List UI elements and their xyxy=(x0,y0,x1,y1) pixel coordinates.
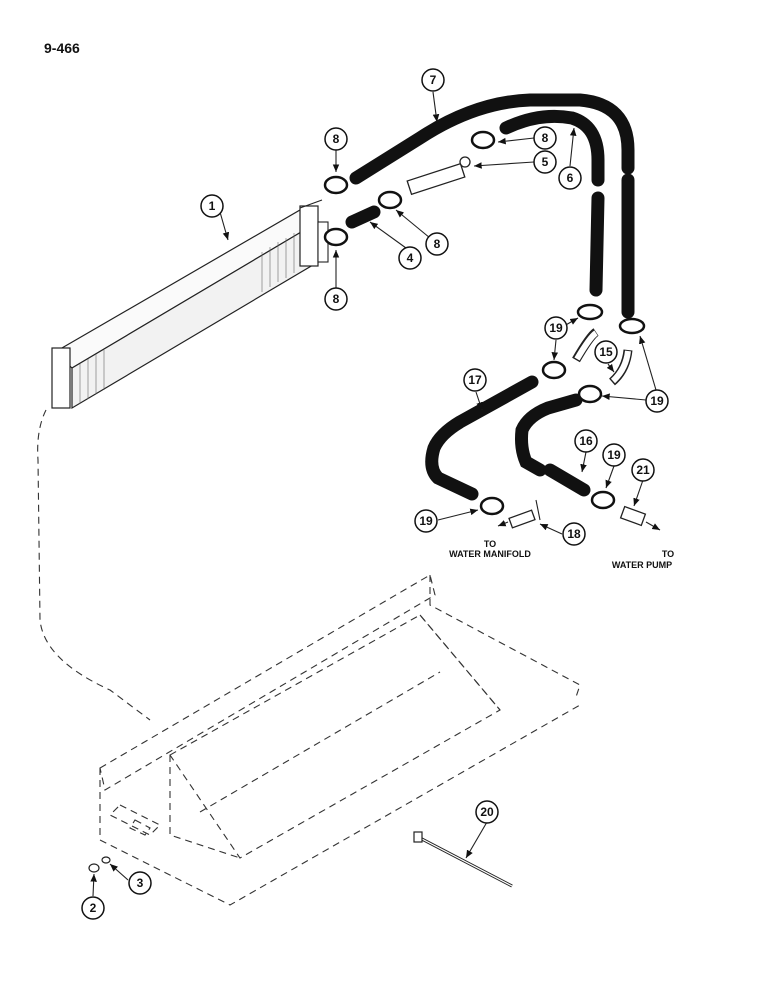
callout-label: 20 xyxy=(480,805,494,819)
callout-label: 16 xyxy=(579,434,593,448)
hose-assembly xyxy=(349,93,635,501)
dest-manifold-to: TO xyxy=(484,539,496,549)
cable-tie xyxy=(413,831,513,888)
callout-label: 19 xyxy=(419,514,433,528)
callout-item-17: 17 xyxy=(463,368,487,392)
callout-item-21: 21 xyxy=(631,458,655,482)
callout-label: 1 xyxy=(209,199,216,213)
callout-item-19: 19 xyxy=(544,316,568,340)
shutoff-valve xyxy=(406,156,471,196)
callout-item-1: 1 xyxy=(200,194,224,218)
callout-label: 3 xyxy=(137,876,144,890)
callout-item-2: 2 xyxy=(81,896,105,920)
screw-and-washer xyxy=(88,856,111,873)
heater-core xyxy=(51,199,329,410)
fittings xyxy=(479,303,661,531)
callout-label: 8 xyxy=(434,237,441,251)
callout-label: 7 xyxy=(430,73,437,87)
short-hose xyxy=(345,205,381,229)
callout-item-16: 16 xyxy=(574,429,598,453)
hose-clamp xyxy=(323,130,496,247)
callout-label: 2 xyxy=(90,901,97,915)
page-number: 9-466 xyxy=(44,40,80,56)
callout-label: 19 xyxy=(650,394,664,408)
callout-item-6: 6 xyxy=(558,166,582,190)
callout-item-4: 4 xyxy=(398,246,422,270)
callout-label: 19 xyxy=(549,321,563,335)
callout-label: 15 xyxy=(599,345,613,359)
leader-lines xyxy=(90,91,657,897)
callout-item-8: 8 xyxy=(533,126,557,150)
callout-item-3: 3 xyxy=(128,871,152,895)
callout-label: 8 xyxy=(542,131,549,145)
callout-item-18: 18 xyxy=(562,522,586,546)
callout-label: 17 xyxy=(468,373,482,387)
callout-label: 8 xyxy=(333,292,340,306)
callout-label: 6 xyxy=(567,171,574,185)
callout-item-7: 7 xyxy=(421,68,445,92)
callout-label: 4 xyxy=(407,251,414,265)
callout-item-19: 19 xyxy=(602,443,626,467)
dest-pump-label: WATER PUMP xyxy=(612,560,672,570)
callout-item-8: 8 xyxy=(324,287,348,311)
heater-housing xyxy=(37,409,581,906)
callout-label: 19 xyxy=(607,448,621,462)
callout-item-19: 19 xyxy=(414,509,438,533)
callout-item-20: 20 xyxy=(475,800,499,824)
callout-item-15: 15 xyxy=(594,340,618,364)
callout-item-19: 19 xyxy=(645,389,669,413)
callout-item-8: 8 xyxy=(324,127,348,151)
callout-item-5: 5 xyxy=(533,150,557,174)
callout-label: 5 xyxy=(542,155,549,169)
callout-label: 8 xyxy=(333,132,340,146)
callout-label: 18 xyxy=(567,527,581,541)
callout-label: 21 xyxy=(636,463,650,477)
callout-item-8: 8 xyxy=(425,232,449,256)
dest-manifold-label: WATER MANIFOLD xyxy=(449,549,531,559)
dest-pump-to: TO xyxy=(662,549,674,559)
